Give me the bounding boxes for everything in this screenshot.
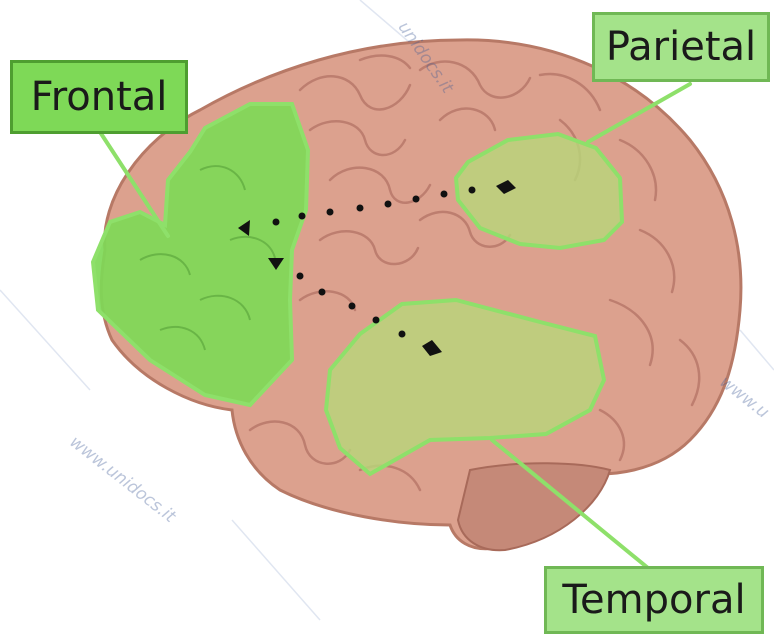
watermark-line — [740, 330, 774, 370]
temporal-label: Temporal — [544, 566, 764, 634]
frontal-region — [93, 104, 308, 405]
watermark-line — [0, 290, 90, 390]
parietal-label: Parietal — [592, 12, 770, 82]
watermark-line — [232, 520, 320, 620]
frontal-label: Frontal — [10, 60, 188, 134]
